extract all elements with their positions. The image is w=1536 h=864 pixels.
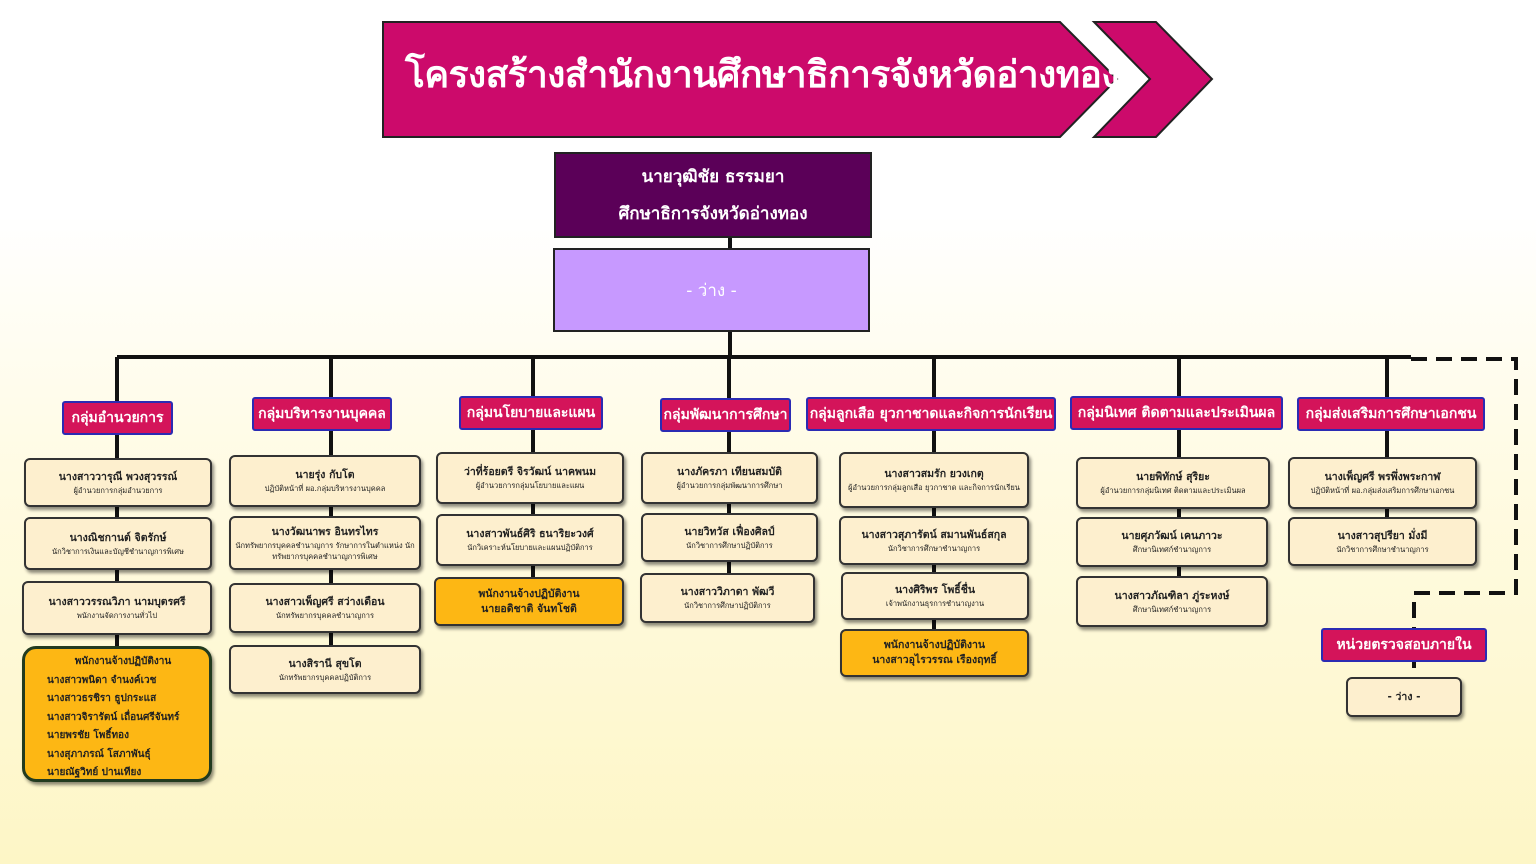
staff-card: พนักงานจ้างปฏิบัติงาน นางสาวอุไรวรรณ เรื… [840,629,1029,677]
group-header-private-education: กลุ่มส่งเสริมการศึกษาเอกชน [1297,397,1485,431]
member-card: นางสาววารุณี พวงสุวรรณ์ ผู้อำนวยการกลุ่ม… [24,458,212,507]
member-card: นางสาวสุภารัตน์ สมานพันธ์สกุล นักวิชาการ… [839,516,1029,565]
audit-header: หน่วยตรวจสอบภายใน [1321,628,1487,662]
staff-card: พนักงานจ้างปฏิบัติงาน นางสาวพนิดา จำนงค์… [22,646,212,782]
member-card: นายพิทักษ์ สุริยะ ผู้อำนวยการกลุ่มนิเทศ … [1076,457,1270,509]
member-card: นางสาววิภาดา พัฒวี นักวิชาการศึกษาปฏิบัต… [640,573,815,623]
chevron-arrow-icon [1091,21,1214,138]
member-card: นางสาวเพ็ญศรี สว่างเดือน นักทรัพยากรบุคค… [229,583,421,633]
group-header-personnel: กลุ่มบริหารงานบุคคล [252,397,392,431]
audit-vacant-card: - ว่าง - [1346,677,1462,717]
head-name: นายวุฒิชัย ธรรมยา [641,167,785,187]
group-header-scouts: กลุ่มลูกเสือ ยุวกาชาดและกิจการนักเรียน [806,397,1056,431]
group-header-supervision: กลุ่มนิเทศ ติดตามและประเมินผล [1070,396,1283,430]
head-position: ศึกษาธิการจังหวัดอ่างทอง [618,204,808,224]
staff-card: พนักงานจ้างปฏิบัติงาน นายอดิชาติ จันทโชต… [434,577,624,626]
member-card: นางสาวสมรัก ยวงเกตุ ผู้อำนวยการกลุ่มลูกเ… [839,452,1029,508]
member-card: นางวัฒนาพร อินทรไทร นักทรัพยากรบุคคลชำนา… [229,516,421,570]
member-card: นางสาววรรณวิภา นามบุตรศรี พนักงานจัดการง… [22,581,212,635]
deputy-box: - ว่าง - [553,248,870,332]
deputy-label: - ว่าง - [686,280,737,301]
title-banner [382,21,1119,138]
page-title: โครงสร้างสำนักงานศึกษาธิการจังหวัดอ่างทอ… [405,54,1119,95]
head-box: นายวุฒิชัย ธรรมยา ศึกษาธิการจังหวัดอ่างท… [554,152,872,238]
member-card: นางสาวภัณฑิลา ภู่ระหงษ์ ศึกษานิเทศก์ชำนา… [1076,576,1268,627]
group-header-development: กลุ่มพัฒนาการศึกษา [660,398,791,432]
member-card: นางณิชกานต์ จิตรักษ์ นักวิชาการเงินและบั… [24,517,212,570]
member-card: นางภัครภา เทียนสมบัติ ผู้อำนวยการกลุ่มพั… [641,452,818,504]
member-card: นายศุภวัฒน์ เคนภาวะ ศึกษานิเทศก์ชำนาญการ [1076,517,1268,567]
group-header-admin: กลุ่มอำนวยการ [62,401,173,435]
member-card: นางศิริพร โพธิ์ชื่น เจ้าพนักงานธุรการชำน… [841,572,1029,620]
member-card: นางเพ็ญศรี พรพึ่งพระกาฬ ปฏิบัติหน้าที่ ผ… [1288,457,1477,509]
member-card: ว่าที่ร้อยตรี จิรวัฒน์ นาคพนม ผู้อำนวยกา… [436,452,624,504]
member-card: นายวิทวัส เฟื่องศิลป์ นักวิชาการศึกษาปฏิ… [641,513,818,562]
member-card: นางสิรานี สุขโต นักทรัพยากรบุคคลปฏิบัติก… [229,645,421,694]
member-card: นายรุ่ง กับโต ปฏิบัติหน้าที่ ผอ.กลุ่มบริ… [229,455,421,507]
group-header-policy: กลุ่มนโยบายและแผน [459,396,603,430]
member-card: นางสาวพันธ์ศิริ ธนาริยะวงศ์ นักวิเคราะห์… [436,514,624,566]
member-card: นางสาวสุปรียา มั่งมี นักวิชาการศึกษาชำนา… [1288,517,1477,566]
